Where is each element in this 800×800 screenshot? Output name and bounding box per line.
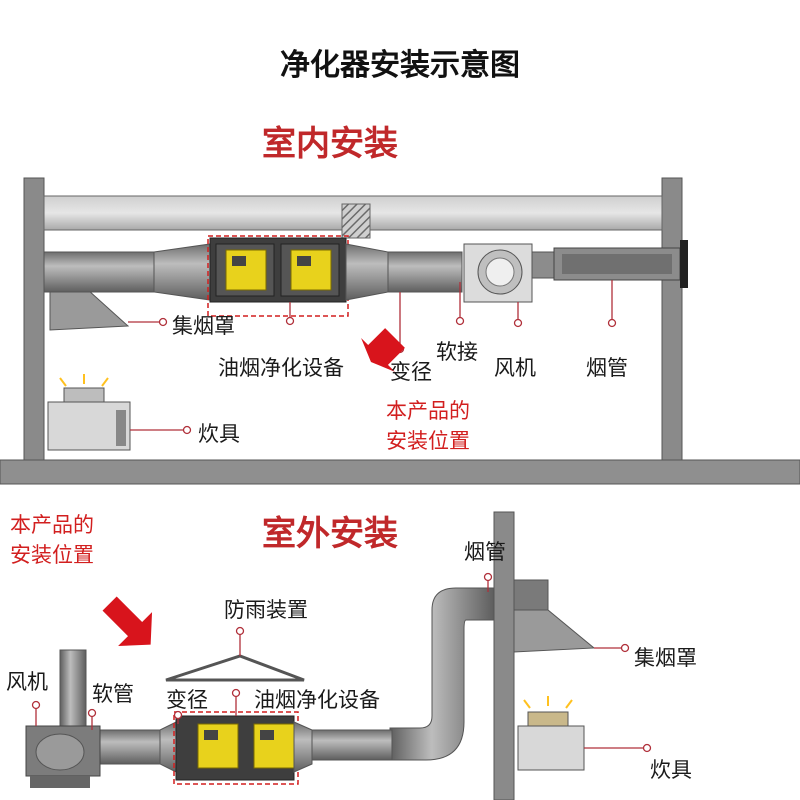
label-indoor-reducer: 变径 xyxy=(390,360,432,384)
indoor-reducer-out xyxy=(345,243,389,301)
label-outdoor-fan: 风机 xyxy=(6,670,48,694)
outdoor-note-line1: 本产品的 xyxy=(10,513,94,537)
label-outdoor-stove: 炊具 xyxy=(650,758,692,782)
label-indoor-hood: 集烟罩 xyxy=(172,314,235,338)
indoor-note-line1: 本产品的 xyxy=(386,399,470,423)
indoor-scene xyxy=(0,177,800,485)
label-outdoor-rain-cover: 防雨装置 xyxy=(224,598,308,622)
page-title: 净化器安装示意图 xyxy=(280,48,520,83)
indoor-duct-1 xyxy=(43,251,155,293)
label-outdoor-hood: 集烟罩 xyxy=(634,646,697,670)
outdoor-bent-duct xyxy=(389,587,495,761)
label-indoor-fan: 风机 xyxy=(494,356,536,380)
outdoor-note: 本产品的 安装位置 xyxy=(10,510,94,570)
indoor-left-wall xyxy=(23,177,45,463)
outdoor-hood-shape xyxy=(513,609,596,653)
outdoor-scene xyxy=(25,511,652,800)
label-outdoor-reducer: 变径 xyxy=(166,688,208,712)
outdoor-note-line2: 安装位置 xyxy=(10,543,94,567)
indoor-right-wall xyxy=(661,177,683,463)
indoor-stove-heat xyxy=(59,374,109,387)
label-indoor-chimney: 烟管 xyxy=(586,356,628,380)
label-indoor-flex-joint: 软接 xyxy=(436,340,478,364)
label-indoor-stove: 炊具 xyxy=(198,422,240,446)
outdoor-flex-pipe xyxy=(99,729,161,765)
ceiling-hanger xyxy=(341,203,371,239)
label-outdoor-chimney: 烟管 xyxy=(464,540,506,564)
indoor-leaders xyxy=(128,280,617,435)
rain-cover xyxy=(165,654,305,682)
label-outdoor-flex-pipe: 软管 xyxy=(92,682,134,706)
label-outdoor-purifier: 油烟净化设备 xyxy=(254,688,380,712)
indoor-note-line2: 安装位置 xyxy=(386,429,470,453)
label-indoor-purifier: 油烟净化设备 xyxy=(218,356,344,380)
indoor-red-arrow xyxy=(361,328,405,372)
indoor-reducer-in xyxy=(153,243,211,301)
outdoor-building-wall xyxy=(493,511,515,800)
indoor-heading: 室内安装 xyxy=(262,124,398,164)
outdoor-leaders xyxy=(31,572,652,753)
outdoor-heading: 室外安装 xyxy=(262,514,398,554)
outdoor-fan-body xyxy=(59,649,87,741)
indoor-duct-2 xyxy=(387,251,463,293)
indoor-note: 本产品的 安装位置 xyxy=(386,396,470,456)
indoor-hood-shape xyxy=(49,289,130,331)
outdoor-stove xyxy=(517,725,585,771)
indoor-floor xyxy=(0,459,800,485)
outdoor-red-arrow xyxy=(102,596,153,647)
